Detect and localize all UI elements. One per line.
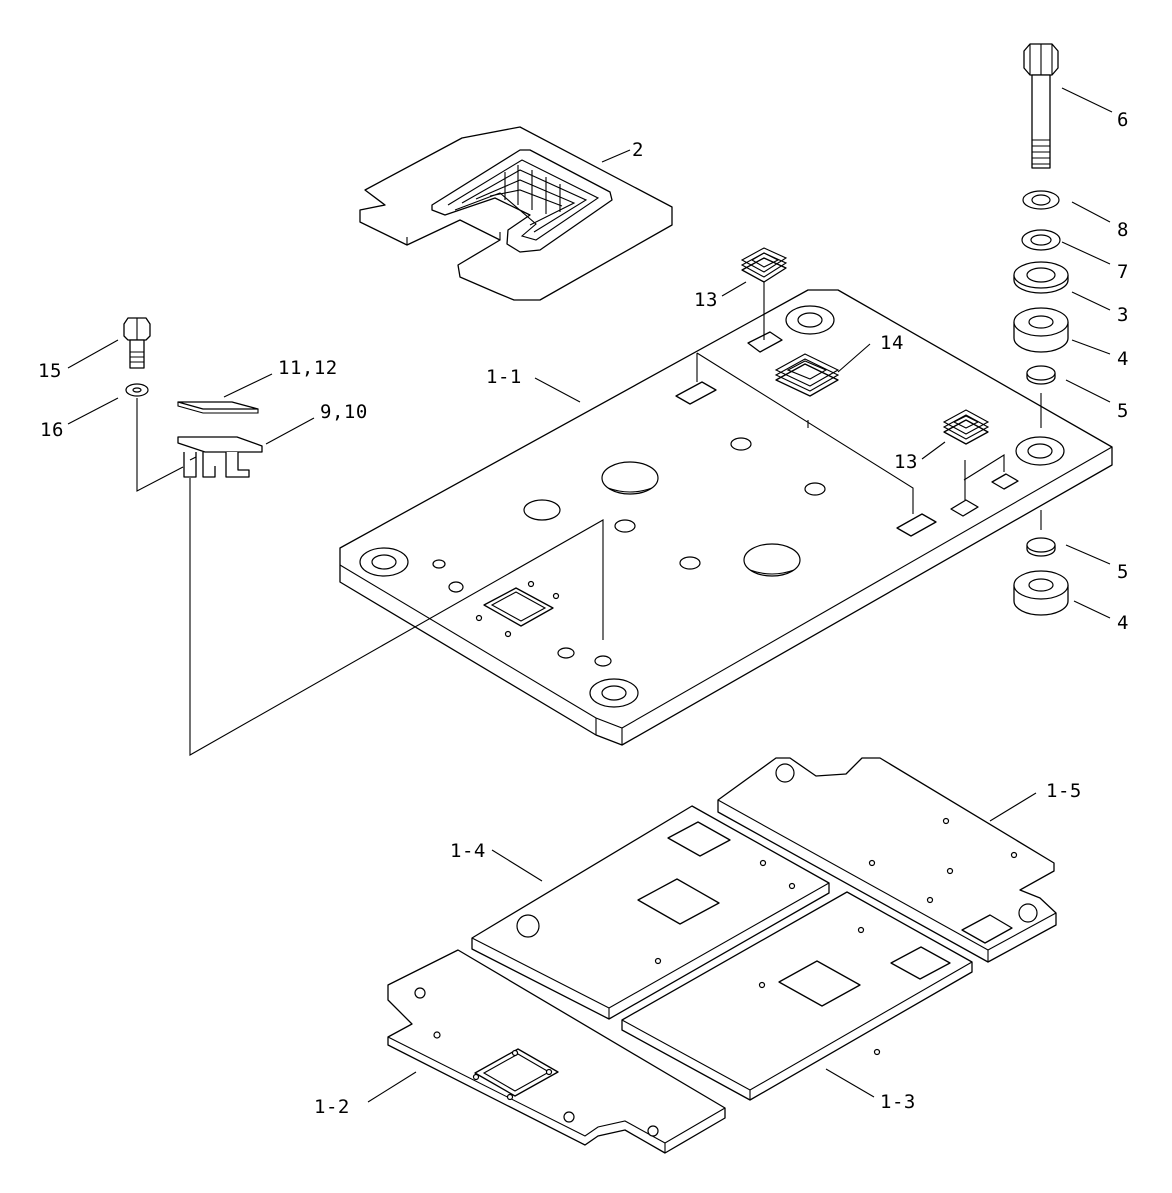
- part-13-grommet-right: [944, 410, 988, 444]
- part-1-1-floor-plate: [340, 290, 1112, 745]
- leader-16-to-bracket: [137, 398, 183, 491]
- part-4-mount-bottom: [1014, 571, 1068, 615]
- part-15-bolt: [124, 318, 150, 368]
- part-1-3-floor-panel: [622, 892, 972, 1100]
- callout-1-1: 1-1: [486, 366, 522, 388]
- callout-2: 2: [632, 139, 644, 161]
- callout-6: 6: [1117, 109, 1129, 131]
- part-5-bushing-top: [1027, 366, 1055, 428]
- part-1-2-floor-panel: [388, 950, 725, 1153]
- callout-5-bottom: 5: [1117, 561, 1129, 583]
- part-11-12-shim: [178, 402, 258, 413]
- callout-13-top: 13: [694, 289, 718, 311]
- callout-leaders: [68, 88, 1112, 1102]
- callout-1-2: 1-2: [314, 1096, 350, 1118]
- callout-13-right: 13: [894, 451, 918, 473]
- callout-1-4: 1-4: [450, 840, 486, 862]
- part-14-grommet: [776, 354, 838, 396]
- callout-16: 16: [40, 419, 64, 441]
- part-5-bushing-bottom: [1027, 510, 1055, 556]
- callout-5-top: 5: [1117, 400, 1129, 422]
- part-16-washer: [126, 384, 148, 396]
- leader-bracket-to-plate: [190, 478, 603, 755]
- part-3-washer: [1014, 262, 1068, 293]
- callout-1-3: 1-3: [880, 1091, 916, 1113]
- callout-1-5: 1-5: [1046, 780, 1082, 802]
- callout-9-10: 9,10: [320, 401, 368, 423]
- callout-11-12: 11,12: [278, 357, 338, 379]
- part-2-floor-mat: [360, 127, 672, 300]
- callout-8: 8: [1117, 219, 1129, 241]
- part-1-4-floor-panel: [472, 806, 829, 1019]
- part-7-washer: [1022, 230, 1060, 250]
- part-6-bolt: [1024, 44, 1058, 168]
- part-1-5-floor-panel: [718, 758, 1056, 962]
- part-4-mount-top: [1014, 308, 1068, 352]
- callout-4-bottom: 4: [1117, 612, 1129, 634]
- callout-7: 7: [1117, 261, 1129, 283]
- callout-3: 3: [1117, 304, 1129, 326]
- callout-4-top: 4: [1117, 348, 1129, 370]
- part-8-spring-washer: [1023, 191, 1059, 209]
- callout-14: 14: [880, 332, 904, 354]
- callout-15: 15: [38, 360, 62, 382]
- part-9-10-bracket: [178, 437, 262, 477]
- part-13-grommet-top: [742, 248, 786, 340]
